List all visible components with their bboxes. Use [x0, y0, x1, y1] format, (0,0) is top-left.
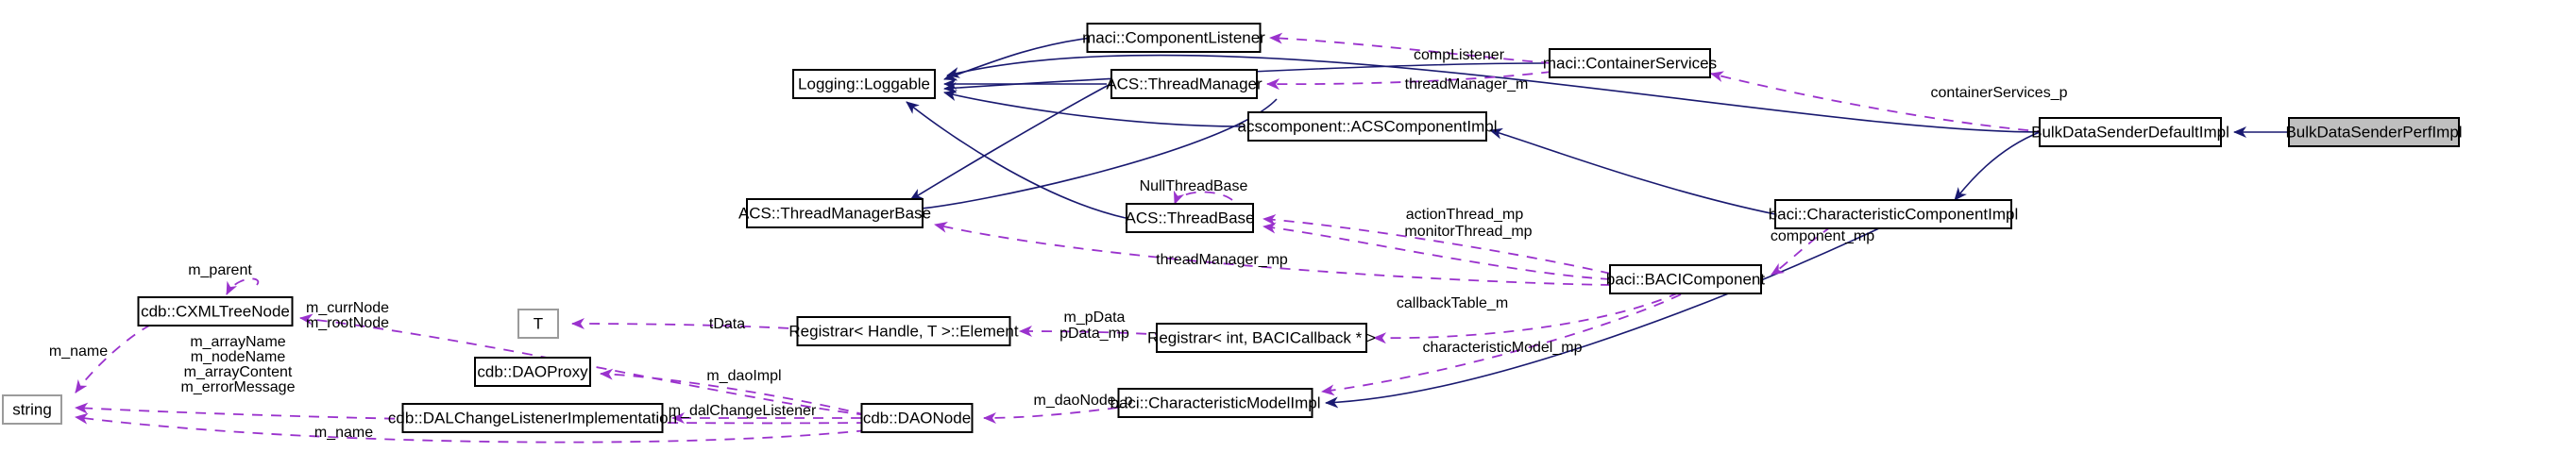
edge-usage-m-daoimpl	[600, 368, 868, 416]
edge-inherit-acscomponentimpl-loggable	[943, 90, 1246, 127]
edge-inherit-charcompimpl-charmodelimpl	[1325, 227, 1880, 409]
edge-usage-nullthreadbase	[1173, 190, 1233, 205]
class-node-cdb-dalchangelistenerimplementation[interactable]	[401, 403, 664, 433]
class-node-registrar-int-bacicallback[interactable]	[1156, 323, 1367, 353]
edge-inherit-charcompimpl-acscomponentimpl	[1489, 127, 1776, 215]
class-node-label-logging-loggable: Logging::Loggable	[798, 75, 930, 92]
edge-label-m-currnode: m_currNode	[306, 300, 389, 316]
edge-usage-characteristicmodel-mp	[1321, 293, 1682, 396]
inheritance-edges	[906, 37, 2289, 409]
edge-inherit-componentlistener-loggable	[943, 37, 1093, 81]
class-node-bulkdatasenderperfimpl[interactable]	[2288, 117, 2460, 147]
class-node-label-string: string	[12, 400, 52, 418]
edge-usage-component-mp	[1771, 226, 1833, 276]
edge-usage-callbacktable-m	[1373, 292, 1680, 344]
class-node-acscomponent-acscomponentimpl[interactable]	[1247, 111, 1487, 142]
class-node-label-registrar-handle-t-element: Registrar< Handle, T >::Element	[788, 322, 1018, 340]
edge-label-threadmanager-mp: threadManager_mp	[1156, 252, 1288, 268]
class-node-string[interactable]	[2, 394, 62, 425]
edge-inherit-bulkdefault-loggable	[946, 54, 2041, 133]
edge-usage-containerservices-p	[1710, 71, 2048, 133]
edge-label-m-daonode-p: m_daoNode_p	[1034, 393, 1133, 409]
class-node-baci-characteristiccomponentimpl[interactable]	[1774, 199, 2012, 229]
class-node-label-baci-characteristiccomponentimpl: baci::CharacteristicComponentImpl	[1769, 205, 2019, 223]
class-node-t[interactable]	[517, 309, 559, 339]
edge-usage-threadmanager-m	[1266, 71, 1552, 91]
edge-usage-m-parent	[226, 277, 260, 295]
edge-label-m-name: m_name	[314, 425, 373, 441]
edge-label-callbacktable-m: callbackTable_m	[1397, 295, 1508, 311]
class-node-label-maci-componentlistener: maci::ComponentListener	[1082, 28, 1265, 46]
class-node-cdb-daonode[interactable]	[860, 403, 974, 433]
class-node-acs-threadbase[interactable]	[1126, 203, 1254, 233]
class-node-label-cdb-daoproxy: cdb::DAOProxy	[477, 362, 588, 380]
edge-label-m-nodename: m_nodeName	[191, 349, 286, 365]
edge-usage-monitorthread-mp	[1263, 222, 1612, 280]
usage-edges	[75, 32, 2048, 444]
class-node-registrar-handle-t-element[interactable]	[796, 316, 1011, 346]
edge-label-pdata-mp: pData_mp	[1059, 326, 1129, 342]
edge-label-threadmanager-m: threadManager_m	[1405, 76, 1529, 92]
edge-usage-m-daonode-p	[983, 407, 1119, 424]
class-node-label-cdb-daonode: cdb::DAONode	[863, 409, 971, 427]
edge-usage-threadmanager-mp	[934, 221, 1612, 286]
class-node-label-cdb-cxmltreenode: cdb::CXMLTreeNode	[141, 302, 290, 320]
edge-usage-complistener	[1269, 32, 1552, 64]
edge-usage-m-currnode-rootnode	[299, 313, 868, 416]
edge-usage-tdata	[571, 318, 808, 330]
node-labels: maci::ComponentListenerLogging::Loggable…	[12, 28, 2462, 427]
class-node-label-bulkdatasenderperfimpl: BulkDataSenderPerfImpl	[2285, 123, 2462, 141]
edge-label-m-arraycontent: m_arrayContent	[184, 364, 293, 380]
class-node-baci-characteristicmodelimpl[interactable]	[1117, 388, 1313, 418]
class-node-label-acscomponent-acscomponentimpl: acscomponent::ACSComponentImpl	[1238, 117, 1498, 135]
class-node-label-acs-threadbase: ACS::ThreadBase	[1125, 209, 1254, 226]
class-node-maci-componentlistener[interactable]	[1086, 23, 1262, 53]
class-node-label-acs-threadmanager: ACS::ThreadManager	[1106, 75, 1263, 92]
class-node-label-baci-bacicomponent: baci::BACIComponent	[1606, 270, 1765, 288]
class-node-acs-threadmanagerbase[interactable]	[746, 198, 924, 228]
edge-label-m-daoimpl: m_daoImpl	[706, 368, 781, 384]
edge-inherit-bulkdefault-charcompimpl	[1954, 131, 2041, 201]
class-node-label-baci-characteristicmodelimpl: baci::CharacteristicModelImpl	[1110, 393, 1321, 411]
class-node-label-bulkdatasenderdefaultimpl: BulkDataSenderDefaultImpl	[2031, 123, 2229, 141]
edge-labels: compListener threadManager_m containerServ…	[49, 47, 2068, 441]
class-node-acs-threadmanager[interactable]	[1110, 69, 1258, 99]
edge-label-m-name: m_name	[49, 343, 108, 360]
edge-label-m-dalchangelistener: m_dalChangeListener	[669, 403, 817, 419]
edge-label-component-mp: component_mp	[1771, 228, 1874, 244]
edge-inherit-threadbase-loggable	[906, 101, 1127, 219]
edge-label-containerservices-p: containerServices_p	[1931, 85, 2068, 101]
class-node-label-acs-threadmanagerbase: ACS::ThreadManagerBase	[738, 204, 931, 222]
edge-label-actionthread-mp: actionThread_mp	[1406, 207, 1524, 223]
edge-label-characteristicmodel-mp: characteristicModel_mp	[1423, 340, 1583, 356]
edge-label-monitorthread-mp: monitorThread_mp	[1404, 224, 1532, 240]
edge-label-m-parent: m_parent	[188, 262, 252, 278]
edge-label-m-rootnode: m_rootNode	[306, 315, 389, 331]
class-node-baci-bacicomponent[interactable]	[1609, 264, 1762, 294]
edge-inherit-threadmanager-threadbase-cross	[909, 98, 1278, 215]
class-node-cdb-daoproxy[interactable]	[474, 357, 591, 387]
edge-usage-actionthread-mp	[1263, 213, 1612, 275]
class-node-label-maci-containerservices: maci::ContainerServices	[1543, 54, 1717, 72]
edge-usage-m-name-str-2	[75, 412, 868, 444]
class-node-label-t: T	[534, 314, 543, 332]
class-node-label-registrar-int-bacicallback: Registrar< int, BACICallback * >	[1147, 328, 1376, 346]
node-boxes	[2, 23, 2460, 433]
edge-label-m-arrayname: m_arrayName	[190, 334, 285, 350]
edge-label-nullthreadbase: NullThreadBase	[1140, 178, 1248, 194]
edge-label-tdata: tData	[709, 316, 745, 332]
edge-label-complistener: compListener	[1414, 47, 1505, 63]
edge-label-m-errormessage: m_errorMessage	[181, 379, 296, 395]
class-node-logging-loggable[interactable]	[792, 69, 936, 99]
edge-label-m-pdata: m_pData	[1064, 310, 1126, 326]
class-node-label-cdb-dalchangelistenerimplementation: cdb::DALChangeListenerImplementation	[388, 409, 677, 427]
edge-inherit-threadmanager-threadmanagerbase	[909, 83, 1111, 201]
class-node-maci-containerservices[interactable]	[1549, 48, 1711, 78]
class-node-bulkdatasenderdefaultimpl[interactable]	[2039, 117, 2222, 147]
class-node-cdb-cxmltreenode[interactable]	[137, 296, 294, 326]
